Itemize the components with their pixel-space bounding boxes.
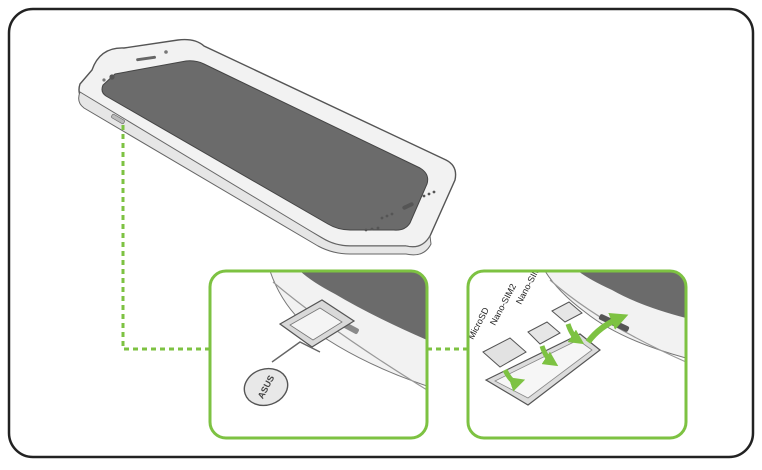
detail-eject-pin: ASUS — [208, 269, 429, 440]
micro-sd-card — [482, 337, 527, 368]
phone-side-rim — [78, 91, 432, 256]
insert-arrow — [502, 368, 526, 392]
eject-pin — [243, 367, 289, 407]
phone — [78, 38, 457, 256]
bottom-port — [364, 190, 436, 232]
sensor-icon — [102, 78, 106, 82]
nano-sim1-card — [551, 301, 583, 323]
phone-screen — [101, 60, 429, 231]
nano-sim2-card — [527, 321, 561, 345]
sensor-icon — [164, 50, 168, 54]
guide-line — [121, 125, 468, 351]
insert-arrow — [565, 323, 585, 345]
earpiece — [136, 55, 156, 62]
front-camera-icon — [109, 74, 115, 80]
side-button — [111, 114, 125, 124]
insert-arrow — [539, 345, 559, 367]
push-tray-arrow — [585, 312, 629, 344]
detail-box-left — [208, 269, 429, 440]
detail-box-right — [466, 269, 688, 440]
detail-card-insertion: Nano-SIM1 Nano-SIM2 MicroSD — [466, 269, 688, 440]
